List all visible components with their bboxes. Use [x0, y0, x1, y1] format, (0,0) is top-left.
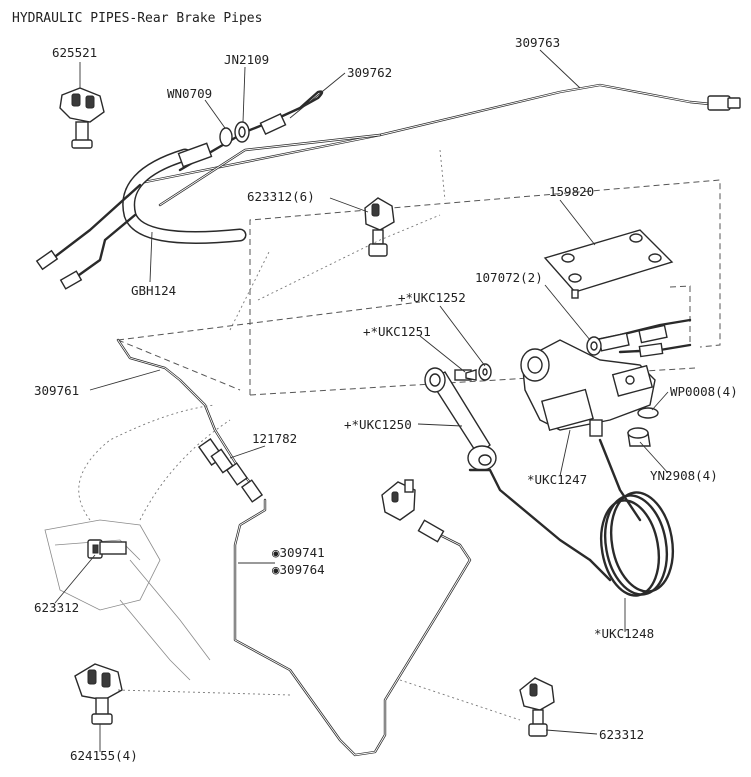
clip-625521 — [59, 87, 105, 149]
union-121782 — [210, 448, 234, 474]
diagram-title: HYDRAULIC PIPES-Rear Brake Pipes — [12, 11, 262, 26]
clip-624155 — [74, 663, 123, 725]
label-ukc1250: +*UKC1250 — [344, 417, 412, 432]
pipe-309741-309764 — [233, 498, 472, 757]
label-jn2109: JN2109 — [224, 52, 269, 67]
valve-assembly-ukc1247 — [520, 318, 692, 437]
pipe-end-fitting-right — [707, 95, 741, 111]
washer-jn2109 — [234, 121, 250, 143]
reference-frame-lines — [117, 179, 721, 396]
clip-623312-6 — [364, 197, 395, 257]
label-yn2908: YN2908(4) — [650, 468, 718, 483]
washer-ukc1252 — [478, 363, 492, 381]
label-309763: 309763 — [515, 35, 560, 50]
label-623312-6: 623312(6) — [247, 189, 315, 204]
pipe-309761 — [116, 338, 264, 503]
bolt-ukc1251 — [454, 369, 477, 381]
leader-lines — [54, 49, 669, 752]
label-ukc1248: *UKC1248 — [594, 626, 654, 641]
label-wn0709: WN0709 — [167, 86, 212, 101]
ghost-axle-outline — [44, 404, 231, 681]
washer-wp0008 — [637, 407, 659, 419]
nut-wn0709 — [219, 127, 233, 147]
nut-yn2908 — [627, 427, 651, 447]
bracket-lower-pipe — [381, 479, 416, 521]
label-623312-left: 623312 — [34, 600, 79, 615]
clip-623312-left — [87, 539, 127, 559]
part-labels: 625521 WN0709 JN2109 309762 309763 62331… — [34, 35, 738, 763]
label-309761: 309761 — [34, 383, 79, 398]
clip-623312-right — [519, 677, 555, 737]
routing-dotted-lines — [117, 149, 521, 721]
label-309741: ◉309741 — [272, 545, 325, 560]
pipe-309763 — [128, 83, 712, 187]
label-gbh124: GBH124 — [131, 283, 176, 298]
link-ukc1250 — [424, 367, 592, 562]
label-159820: 159820 — [549, 184, 594, 199]
label-309764: ◉309764 — [272, 562, 325, 577]
label-309762: 309762 — [347, 65, 392, 80]
label-ukc1252: +*UKC1252 — [398, 290, 466, 305]
washer-107072 — [586, 336, 602, 356]
label-624155-4: 624155(4) — [70, 748, 138, 763]
mounting-plate-159820 — [543, 229, 674, 299]
union-309762 — [259, 112, 287, 136]
label-623312-right: 623312 — [599, 727, 644, 742]
label-ukc1247: *UKC1247 — [527, 472, 587, 487]
label-ukc1251: +*UKC1251 — [363, 324, 431, 339]
pipe-309762 — [158, 90, 382, 207]
flex-hose-gbh124 — [35, 142, 247, 290]
label-121782: 121782 — [252, 431, 297, 446]
label-625521: 625521 — [52, 45, 97, 60]
label-107072-2: 107072(2) — [475, 270, 543, 285]
label-wp0008: WP0008(4) — [670, 384, 738, 399]
coil-pipe-ukc1248 — [588, 438, 674, 597]
